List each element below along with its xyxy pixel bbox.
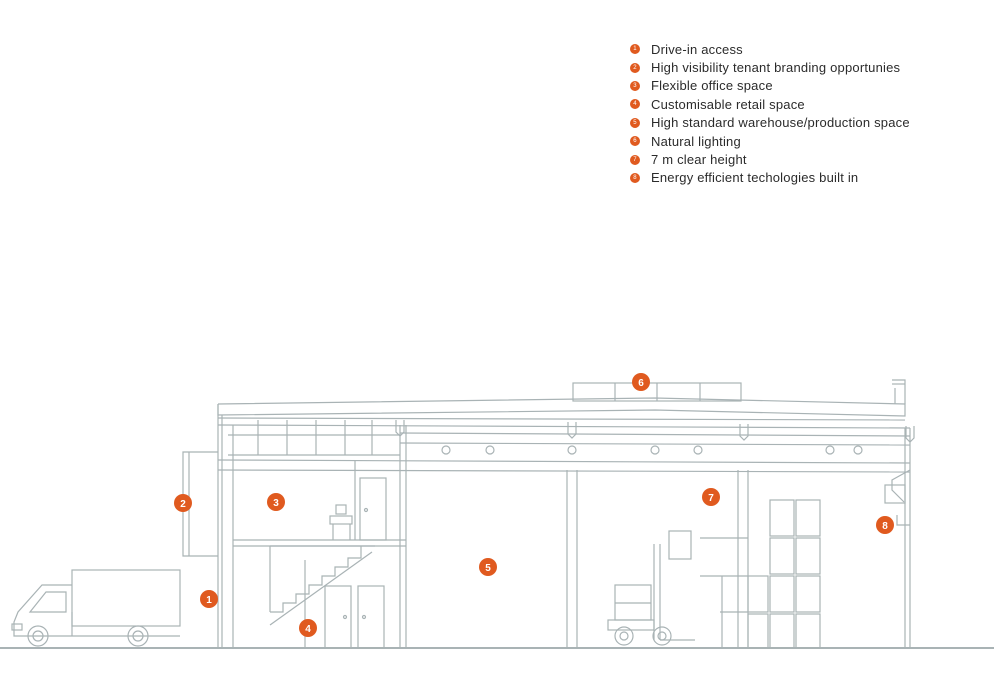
plant-equipment [884,469,911,526]
legend-label: High visibility tenant branding opportun… [651,60,901,76]
legend-label: Drive-in access [651,41,743,57]
legend-label: Energy efficient techologies built in [651,170,859,186]
ventilation-openings [441,445,863,455]
marker-2-label: 2 [180,499,186,510]
marker-1-label: 1 [206,595,212,606]
marker-5-label: 5 [485,563,491,574]
legend-item: 2 High visibility tenant branding opportu… [630,58,910,76]
marker-4: 4 [299,619,317,637]
legend-item: 1 Drive-in access [630,40,910,58]
feature-legend: 1 Drive-in access 2 High visibility tenant… [630,40,910,187]
legend-number-badge: 7 [630,154,640,165]
marker-4-label: 4 [305,624,311,635]
legend-number-badge: 1 [630,44,640,55]
office-floor [233,460,406,547]
marker-3: 3 [267,493,285,511]
retail-doors [304,560,385,649]
marker-8-label: 8 [882,521,888,532]
legend-item: 8 Energy efficient techologies built in [630,169,910,187]
legend-number-badge: 8 [630,172,640,183]
legend-item: 6 Natural lighting [630,132,910,150]
legend-number-badge: 6 [630,136,640,147]
legend-label: Natural lighting [651,133,741,149]
pallet-racking [700,499,821,649]
marker-6-label: 6 [638,378,644,389]
legend-label: High standard warehouse/production space [651,115,910,131]
legend-item: 7 7 m clear height [630,150,910,168]
legend-item: 4 Customisable retail space [630,95,910,113]
legend-number-badge: 3 [630,80,640,91]
marker-6: 6 [632,373,650,391]
legend-item: 3 Flexible office space [630,77,910,95]
marker-8: 8 [876,516,894,534]
delivery-van [11,569,181,647]
legend-number-badge: 4 [630,99,640,110]
roof-truss-drops [395,420,915,443]
marker-2: 2 [174,494,192,512]
marker-7: 7 [702,488,720,506]
forklift [607,530,695,646]
legend-number-badge: 5 [630,117,640,128]
skylight-panels [572,382,742,402]
building-frame [217,404,911,648]
marker-5: 5 [479,558,497,576]
mezzanine-railing [228,420,400,456]
marker-3-label: 3 [273,498,279,509]
roof-structure [217,397,911,446]
legend-number-badge: 2 [630,62,640,73]
marker-7-label: 7 [708,493,714,504]
legend-label: Flexible office space [651,78,773,94]
legend-label: 7 m clear height [651,152,747,168]
legend-item: 5 High standard warehouse/production spac… [630,114,910,132]
legend-label: Customisable retail space [651,96,805,112]
marker-1: 1 [200,590,218,608]
roof-vent [892,379,906,404]
staircase [269,545,375,626]
